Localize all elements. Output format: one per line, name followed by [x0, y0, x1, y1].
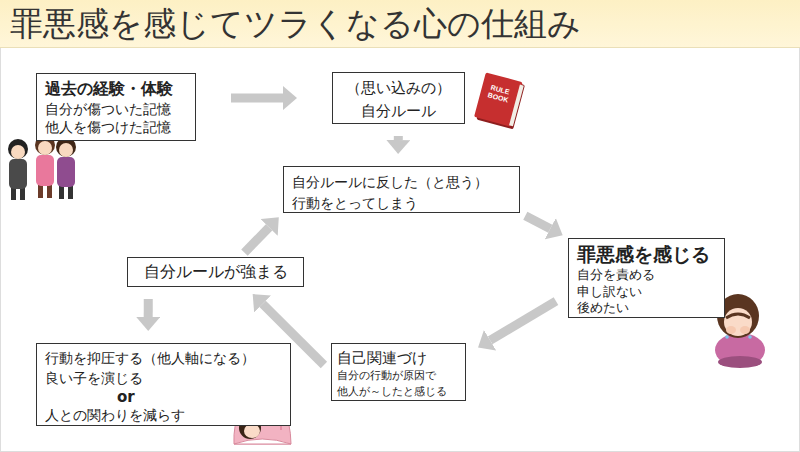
hand [726, 326, 736, 334]
women-illustration [8, 135, 76, 200]
body [36, 155, 54, 186]
face [38, 141, 52, 155]
node-text: or [45, 389, 282, 406]
flow-arrow [394, 136, 403, 140]
book-pages [509, 85, 524, 127]
futon-edge [234, 439, 291, 444]
node-text: 自己関連づけ [337, 348, 460, 368]
flow-arrow [231, 94, 283, 103]
body [57, 157, 75, 187]
node-text: 自分が傷ついた記憶 他人を傷つけた記憶 [45, 100, 187, 138]
flow-arrow [244, 227, 269, 252]
flow-arrow [525, 216, 550, 229]
process-box: （思い込みの） 自分ルール [332, 72, 465, 124]
node-text: 罪悪感を感じる [577, 242, 716, 267]
node-text: 自分の行動が原因で 他人が～したと感じる [337, 368, 459, 399]
node-text: 過去の経験・体験 [45, 78, 187, 100]
book-cover [474, 72, 523, 126]
node-text: 自分を責める 申し訳ない 後めたい [577, 267, 669, 318]
book-illustration [474, 72, 526, 129]
node-text: （思い込みの） 自分ルール [344, 77, 454, 122]
tear [748, 335, 752, 339]
flow-arrow [144, 299, 153, 317]
node-text: 自分ルールが強まる [132, 262, 299, 282]
node-text: 人との関わりを減らす [45, 405, 282, 425]
process-box: 行動を抑圧する（他人軸になる） 良い子を演じるor人との関わりを減らす [36, 343, 291, 426]
process-box: 自分ルールに反した（と思う） 行動をとってしまう [283, 166, 520, 213]
flow-arrow [490, 301, 556, 340]
face [244, 424, 260, 438]
node-text: 自分ルールに反した（と思う） 行動をとってしまう [292, 172, 511, 214]
face [59, 143, 73, 157]
fringe [726, 314, 750, 318]
skirt [718, 356, 762, 368]
tear [725, 335, 729, 339]
node-text: 行動を抑圧する（他人軸になる） 良い子を演じる [45, 348, 282, 389]
process-box: 自己関連づけ自分の行動が原因で 他人が～したと感じる [331, 343, 466, 401]
face [11, 145, 25, 159]
process-box: 自分ルールが強まる [127, 257, 304, 287]
process-box: 罪悪感を感じる自分を責める 申し訳ない 後めたい [568, 238, 725, 318]
title-band: 罪悪感を感じてツラくなる心の仕組み [0, 0, 800, 48]
face [724, 308, 752, 336]
process-box: 過去の経験・体験自分が傷ついた記憶 他人を傷つけた記憶 [36, 73, 196, 141]
diagram-title: 罪悪感を感じてツラくなる心の仕組み [10, 4, 581, 44]
hand [740, 326, 750, 334]
body [715, 333, 765, 367]
body [9, 159, 27, 189]
hair [8, 139, 28, 159]
